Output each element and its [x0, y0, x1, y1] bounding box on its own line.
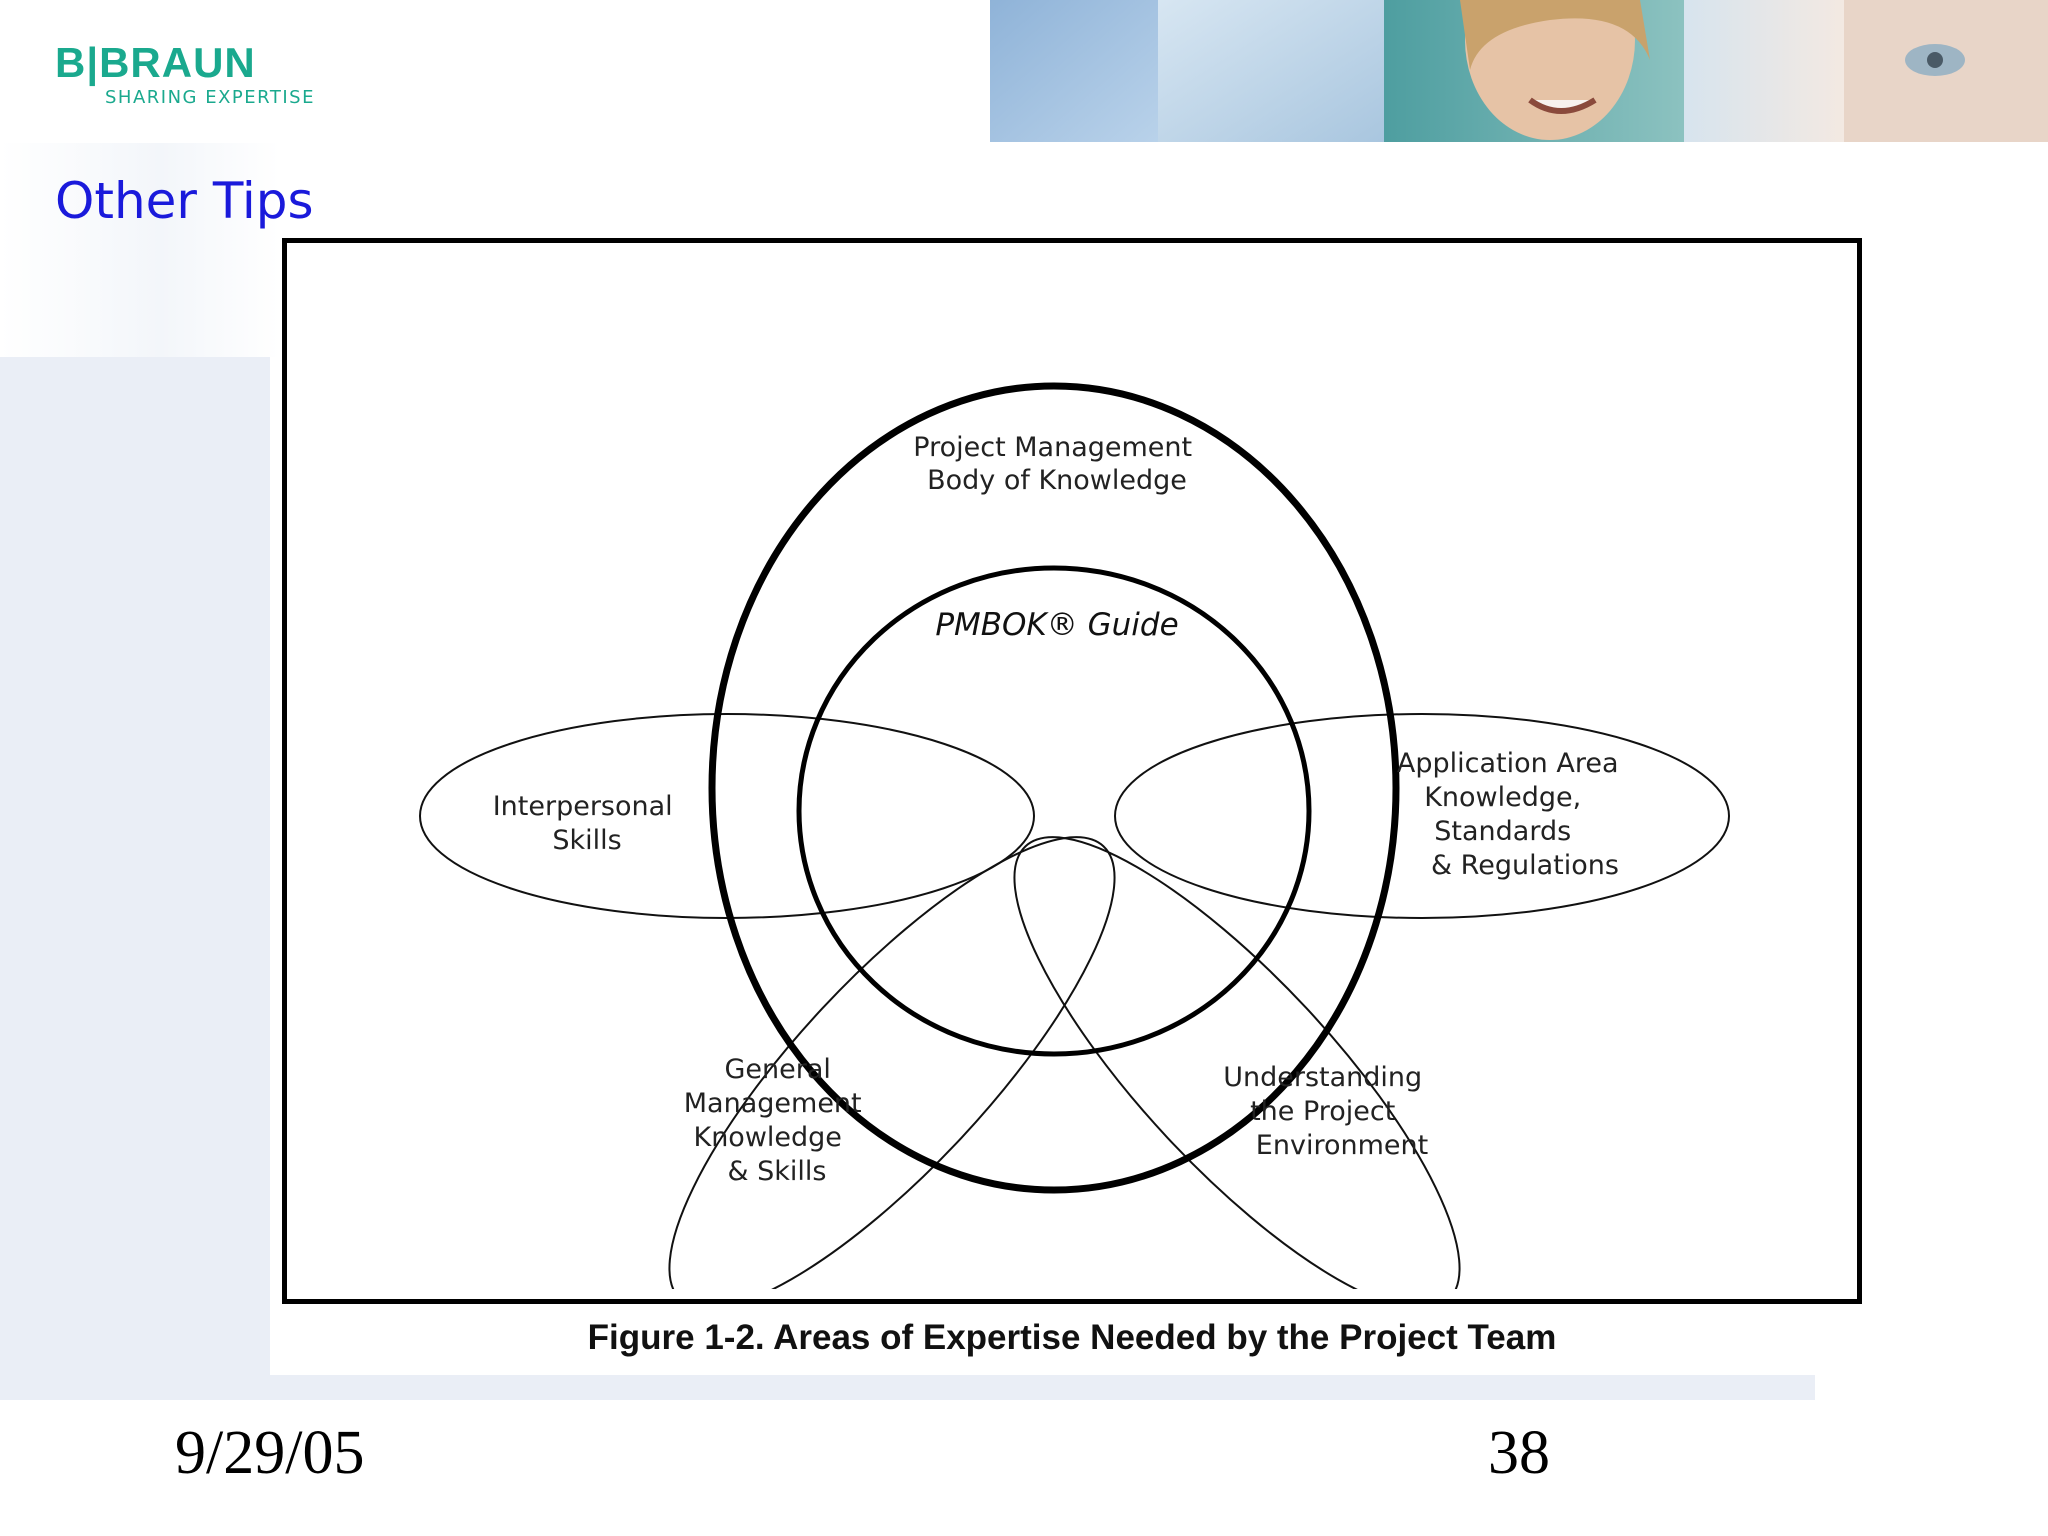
application-line-2: Knowledge, [1424, 782, 1581, 813]
general-line-2: Management [684, 1088, 862, 1119]
pm-body-of-knowledge-ellipse [708, 382, 1400, 1194]
interpersonal-line-1: Interpersonal [493, 791, 673, 822]
project-environment-ellipse [1013, 836, 1461, 1289]
header-photo-strip [990, 0, 2048, 142]
logo-tagline: SHARING EXPERTISE [105, 87, 315, 108]
figure-caption: Figure 1-2. Areas of Expertise Needed by… [587, 1318, 1557, 1357]
interpersonal-line-2: Skills [552, 825, 621, 856]
footer-date: 9/29/05 [175, 1419, 365, 1487]
application-area-ellipse [1114, 713, 1730, 919]
photo-pupil [1927, 52, 1943, 68]
application-line-4: & Regulations [1431, 850, 1619, 881]
photo-clouds [1158, 0, 1384, 142]
environment-line-1: Understanding [1223, 1062, 1422, 1093]
pm-body-label: Project Management Body of Knowledge [913, 432, 1200, 496]
pm-body-line-1: Project Management [913, 432, 1192, 463]
footer-page-number: 38 [1488, 1419, 1550, 1487]
application-line-1: Application Area [1397, 748, 1619, 779]
environment-line-2: the Project [1250, 1096, 1395, 1127]
interpersonal-label: Interpersonal Skills [493, 791, 682, 856]
general-line-1: General [725, 1054, 831, 1085]
photo-hair [1460, 0, 1650, 70]
general-management-ellipse [668, 836, 1116, 1289]
pmbok-guide-label: PMBOK® Guide [935, 607, 1178, 643]
background-panel [0, 357, 270, 1400]
general-line-4: & Skills [728, 1156, 827, 1187]
figure-frame: Project Management Body of Knowledge PMB… [282, 238, 1862, 1304]
pmbok-guide-circle [796, 565, 1312, 1057]
environment-line-3: Environment [1256, 1130, 1428, 1161]
application-line-3: Standards [1434, 816, 1571, 847]
logo-brand: B|BRAUN [55, 39, 256, 86]
pm-body-line-2: Body of Knowledge [927, 465, 1187, 496]
general-line-3: Knowledge [693, 1122, 841, 1153]
environment-label: Understanding the Project Environment [1223, 1062, 1431, 1161]
company-logo: B|BRAUN SHARING EXPERTISE [55, 42, 325, 112]
photo-sky [990, 0, 1158, 142]
slide-title: Other Tips [55, 172, 314, 230]
photo-pale [1684, 0, 1844, 142]
application-label: Application Area Knowledge, Standards & … [1397, 748, 1627, 881]
photo-smile [1528, 97, 1597, 114]
general-management-label: General Management Knowledge & Skills [684, 1054, 870, 1187]
background-strip [270, 1375, 1815, 1400]
